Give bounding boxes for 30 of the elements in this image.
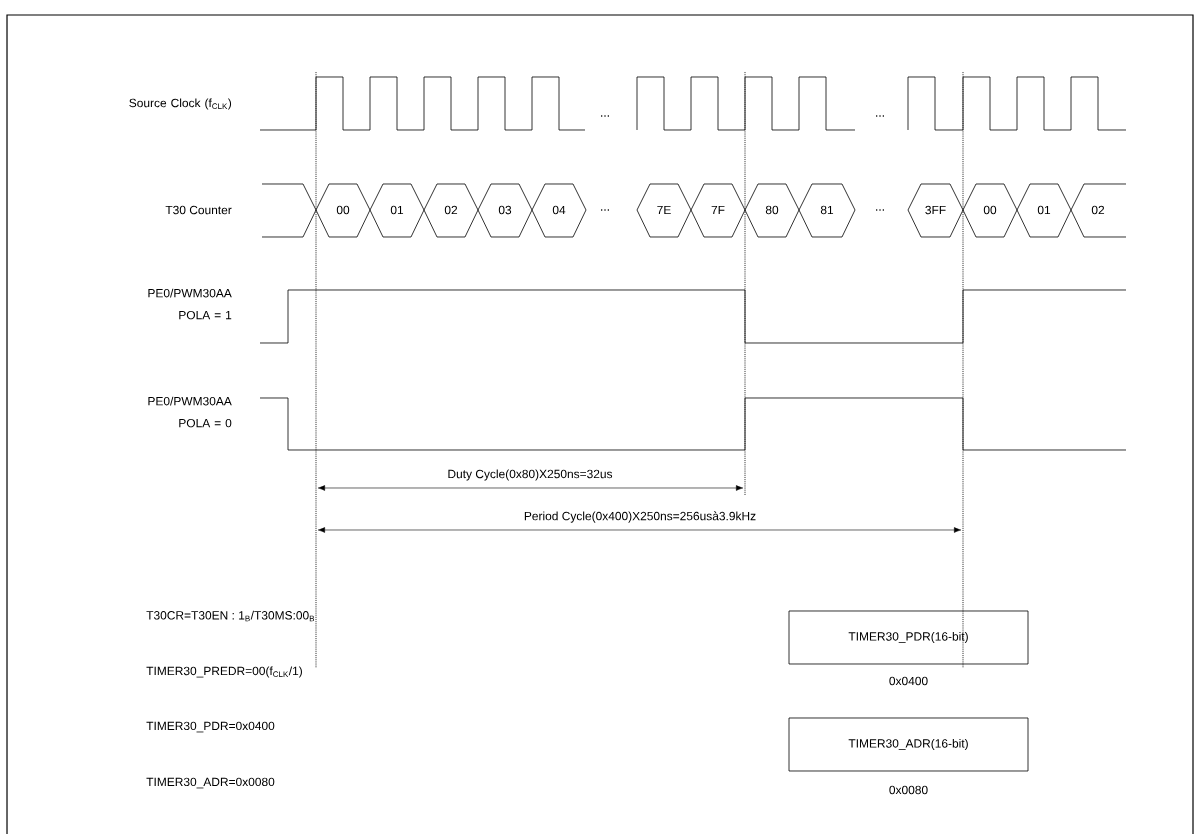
- register-value: 0x0080: [889, 785, 928, 795]
- counter-value-hexagon: 00: [962, 183, 1018, 238]
- register-setting: TIMER30_PDR=0x0400: [146, 721, 275, 733]
- register-setting: TIMER30_PREDR=00(f$_{CLK}$/1): [146, 666, 302, 678]
- counter-value-hexagon: 04: [531, 183, 587, 238]
- ellipsis: ...: [601, 115, 609, 117]
- ellipsis: ...: [876, 115, 884, 117]
- signal-name: Source Clock (f$_{CLK}$): [129, 98, 232, 110]
- dimension-label: Period Cycle(0x400)X250ns=256usà3.9kHz: [524, 511, 756, 523]
- dimension-label: Duty Cycle(0x80)X250ns=32us: [448, 469, 613, 481]
- counter-value-hexagon: 80: [744, 183, 800, 238]
- counter-value-hexagon: 7E: [636, 183, 692, 238]
- register-setting: T30CR=T30EN : 1$_{B}$/T30MS:00$_{B}$: [146, 610, 315, 622]
- counter-value-hexagon: 7F: [690, 183, 746, 238]
- register-box: TIMER30_PDR(16-bit): [788, 610, 1029, 665]
- counter-value-hexagon: 02: [423, 183, 479, 238]
- counter-value-hexagon: 03: [477, 183, 533, 238]
- signal-name: PE0/PWM30AA POLA = 1: [148, 288, 232, 320]
- register-box: TIMER30_ADR(16-bit): [788, 717, 1029, 772]
- register-setting: TIMER30_ADR=0x0080: [146, 777, 275, 789]
- signal-name: T30 Counter: [165, 205, 232, 215]
- counter-value-hexagon: 01: [369, 183, 425, 238]
- signal-name: PE0/PWM30AA POLA = 0: [148, 396, 232, 428]
- ellipsis: ...: [876, 209, 884, 211]
- counter-value-hexagon: 01: [1016, 183, 1072, 238]
- register-value: 0x0400: [889, 676, 928, 686]
- counter-value-hexagon: 00: [315, 183, 371, 238]
- counter-value-hexagon: 3FF: [907, 183, 964, 238]
- ellipsis: ...: [601, 209, 609, 211]
- counter-value-hexagon: 81: [798, 183, 856, 238]
